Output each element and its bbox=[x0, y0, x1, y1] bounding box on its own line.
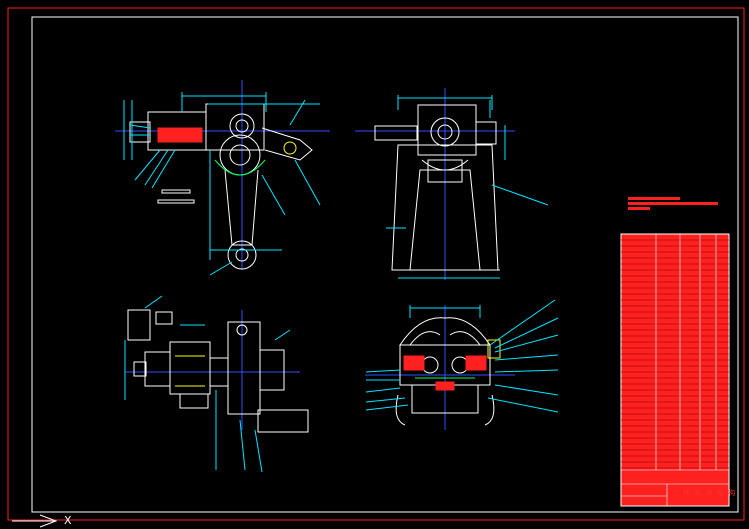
title-block-name: 三 件 机 器 结 构 bbox=[672, 489, 737, 497]
coupling bbox=[144, 351, 171, 387]
lever-pin bbox=[283, 141, 297, 155]
lower-pin bbox=[235, 248, 249, 262]
ucs-x-label: X bbox=[64, 514, 72, 527]
motor-shaft bbox=[374, 125, 418, 141]
base-plate bbox=[161, 189, 191, 194]
bearing-circle bbox=[235, 119, 249, 133]
yellow-boss bbox=[487, 339, 501, 359]
red-section bbox=[157, 127, 203, 143]
yoke-arc bbox=[421, 159, 469, 171]
motor-block bbox=[155, 311, 173, 325]
side-view[interactable] bbox=[115, 80, 330, 276]
red-section bbox=[465, 355, 487, 371]
shaft-sleeve bbox=[209, 357, 229, 387]
frame-legs bbox=[391, 144, 499, 271]
arch-ribs bbox=[409, 331, 481, 346]
crank-housing bbox=[227, 321, 261, 415]
outer-border bbox=[7, 7, 745, 521]
red-section bbox=[403, 355, 425, 371]
bearing-circle bbox=[437, 124, 453, 140]
side-block bbox=[475, 121, 497, 145]
connecting-arm bbox=[224, 169, 259, 246]
upper-housing bbox=[417, 104, 477, 156]
gear-base bbox=[179, 393, 209, 409]
lower-bracket bbox=[257, 409, 309, 433]
arch-top bbox=[399, 317, 491, 346]
bearing-circle bbox=[229, 113, 255, 139]
parts-list-table bbox=[620, 233, 730, 507]
technical-notes bbox=[628, 197, 718, 210]
dimension-lines bbox=[124, 295, 291, 473]
dimension-lines bbox=[123, 92, 321, 276]
crank-circle bbox=[229, 144, 251, 166]
shaft-end bbox=[133, 361, 147, 377]
base-plate bbox=[157, 199, 195, 204]
top-view[interactable] bbox=[124, 295, 309, 473]
bearing-circle bbox=[430, 117, 460, 147]
crank-circle bbox=[219, 134, 261, 176]
ucs-axis-icon bbox=[12, 514, 58, 528]
hatch-section bbox=[175, 355, 205, 387]
yoke-block bbox=[427, 159, 463, 183]
green-arc bbox=[214, 159, 266, 176]
side-lever bbox=[261, 127, 313, 161]
section-view[interactable] bbox=[365, 299, 559, 430]
front-view[interactable] bbox=[355, 88, 549, 280]
hub-flange bbox=[129, 121, 151, 143]
dimension-lines bbox=[365, 299, 559, 413]
lower-pin bbox=[227, 240, 257, 270]
bolt bbox=[236, 324, 248, 336]
dimension-lines bbox=[386, 95, 549, 279]
red-section bbox=[435, 381, 455, 391]
housing bbox=[205, 103, 265, 151]
side-flange bbox=[259, 349, 285, 391]
drawing-frame bbox=[31, 16, 739, 513]
motor-block bbox=[127, 309, 151, 341]
